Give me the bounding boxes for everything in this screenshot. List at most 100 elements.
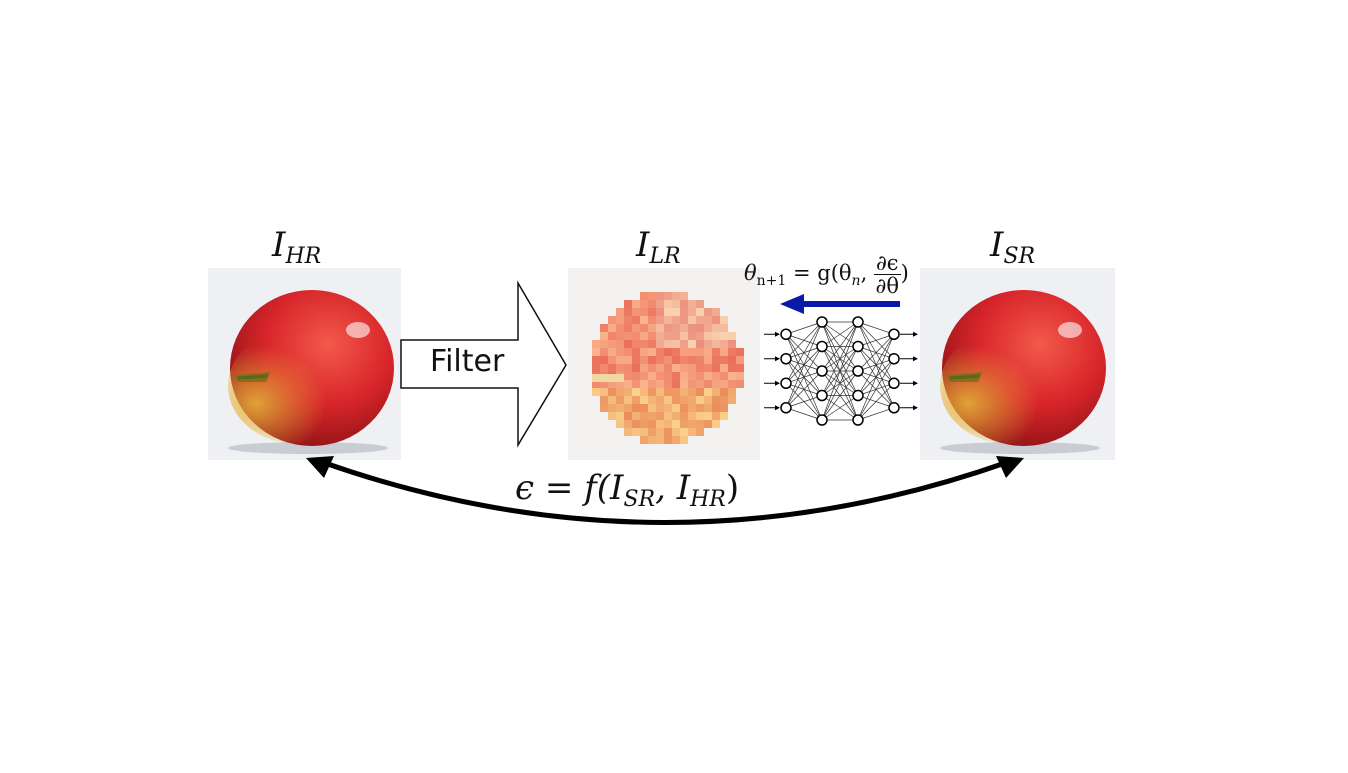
lr-pixel [664, 292, 672, 300]
nn-neuron [816, 316, 828, 328]
nn-connection [821, 321, 859, 421]
lr-pixel [648, 332, 656, 340]
lr-pixel [664, 372, 672, 380]
lr-pixel [592, 348, 600, 356]
nn-neuron [852, 340, 864, 353]
lr-pixel [712, 404, 720, 412]
lr-pixel [696, 420, 704, 428]
nn-connection [785, 321, 823, 359]
lr-pixel [648, 300, 656, 308]
lr-pixel [624, 372, 632, 380]
lr-pixel [688, 340, 696, 348]
lr-pixel [672, 396, 680, 404]
lr-pixel [608, 348, 616, 356]
lr-pixel [680, 292, 688, 300]
lr-pixel [648, 292, 656, 300]
lr-pixel [632, 396, 640, 404]
nn-connection [857, 333, 895, 347]
lr-pixel [640, 308, 648, 316]
lr-pixel [712, 420, 720, 428]
lr-pixel [704, 388, 712, 396]
lr-pixel [688, 420, 696, 428]
nn-neuron [888, 402, 900, 414]
lr-pixel [664, 324, 672, 332]
lr-pixel [648, 372, 656, 380]
lr-pixel [688, 316, 696, 324]
nn-io-arrowhead [775, 331, 780, 337]
nn-neuron [852, 389, 864, 402]
lr-pixel [600, 356, 608, 364]
lr-pixel [720, 316, 728, 324]
nn-connection [785, 321, 823, 335]
parameter-update-arrow [780, 294, 900, 314]
lr-pixel [640, 300, 648, 308]
lr-pixel [624, 356, 632, 364]
lr-pixel [680, 308, 688, 316]
lr-pixel [656, 340, 664, 348]
nn-io-arrowhead [913, 405, 918, 411]
lr-pixel [640, 436, 648, 444]
nn-connection [821, 346, 859, 421]
lr-pixel [736, 380, 744, 388]
lr-pixel [624, 324, 632, 332]
lr-pixel [680, 316, 688, 324]
lr-pixel [720, 364, 728, 372]
lr-pixel [656, 428, 664, 436]
lr-pixel [680, 372, 688, 380]
lr-pixel [664, 332, 672, 340]
nn-connection [857, 334, 895, 396]
nn-io-arrowhead [775, 356, 780, 362]
lr-pixel [720, 388, 728, 396]
lr-pixel [616, 380, 624, 388]
lr-pixel [712, 356, 720, 364]
lr-pixel [704, 396, 712, 404]
lr-pixel [696, 348, 704, 356]
lr-pixel [736, 348, 744, 356]
lr-pixel [664, 396, 672, 404]
hr-apple-image [208, 268, 401, 460]
lr-pixel [680, 380, 688, 388]
lr-pixel [720, 340, 728, 348]
lr-pixel [672, 340, 680, 348]
nn-connection [857, 407, 895, 421]
lr-pixel [728, 372, 736, 380]
lr-pixel [688, 372, 696, 380]
lr-pixel [664, 420, 672, 428]
lr-pixel [616, 364, 624, 372]
lr-pixel [632, 380, 640, 388]
lr-pixel [600, 388, 608, 396]
lr-pixel [680, 324, 688, 332]
lr-pixel [656, 292, 664, 300]
lr-pixel [632, 388, 640, 396]
lr-pixel [640, 332, 648, 340]
nn-neuron [816, 389, 828, 402]
nn-neuron [852, 414, 864, 426]
lr-pixel [624, 428, 632, 436]
lr-pixel [672, 420, 680, 428]
lr-pixel [640, 388, 648, 396]
lr-pixel [640, 356, 648, 364]
lr-pixel [624, 300, 632, 308]
lr-pixel [600, 380, 608, 388]
lr-pixel [664, 364, 672, 372]
lr-pixel [704, 316, 712, 324]
lr-pixel [648, 348, 656, 356]
lr-pixel [704, 380, 712, 388]
lr-pixel [592, 388, 600, 396]
lr-pixel [592, 380, 600, 388]
lr-pixel [736, 364, 744, 372]
lr-pixel [704, 340, 712, 348]
lr-pixel [648, 404, 656, 412]
lr-pixel [712, 324, 720, 332]
lr-pixel [672, 412, 680, 420]
lr-stem [592, 374, 624, 382]
lr-pixel [672, 380, 680, 388]
sr-image-label: ISR [990, 225, 1036, 269]
lr-pixel [672, 436, 680, 444]
nn-io-arrowhead [913, 356, 918, 362]
nn-connection [821, 395, 859, 421]
lr-pixel [616, 396, 624, 404]
lr-pixel [680, 412, 688, 420]
lr-pixel [656, 308, 664, 316]
lr-pixel [704, 348, 712, 356]
